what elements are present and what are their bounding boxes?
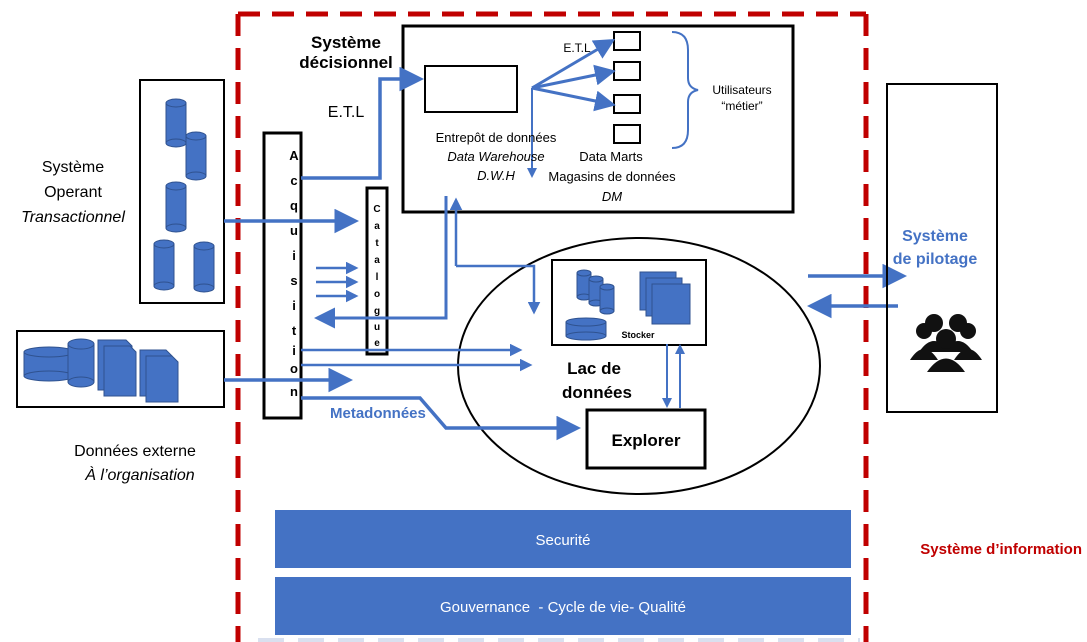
svg-text:a: a	[374, 255, 380, 266]
steering-system-label-2: de pilotage	[893, 251, 978, 268]
database-cylinders-operant	[153, 98, 215, 293]
external-data-label-1: Données externe	[74, 443, 196, 460]
svg-text:e: e	[374, 338, 380, 349]
external-data-box	[16, 330, 225, 408]
data-mart-3	[613, 94, 641, 114]
metadata-label: Metadonnées	[330, 405, 426, 422]
etl-top-label: E.T.L	[563, 41, 591, 55]
flow-arrows	[224, 66, 907, 441]
svg-text:u: u	[290, 223, 298, 238]
svg-text:t: t	[292, 323, 297, 338]
svg-text:s: s	[290, 273, 297, 288]
svg-text:u: u	[374, 322, 380, 333]
data-marts-label-3: DM	[602, 189, 622, 204]
users-group-icon	[910, 314, 982, 372]
steering-system-label-1: Système	[902, 228, 968, 245]
data-warehouse-label-1: Entrepôt de données	[436, 130, 557, 145]
decision-system-title-2: décisionnel	[299, 53, 393, 72]
acquisition-letters: A c q u i s i t i o n	[289, 148, 299, 399]
data-mart-4	[613, 124, 641, 144]
catalogue-box	[365, 186, 389, 356]
svg-text:c: c	[290, 173, 297, 188]
stocker-explorer-arrows	[662, 344, 685, 408]
users-brace	[671, 31, 699, 149]
business-users-label-2: “métier”	[721, 99, 762, 113]
catalogue-letters: C a t a l o g u e	[373, 204, 380, 349]
svg-text:o: o	[374, 289, 380, 300]
svg-text:i: i	[292, 248, 296, 263]
data-lake-label-2: données	[562, 383, 632, 402]
svg-text:a: a	[374, 221, 380, 232]
governance-band	[275, 577, 851, 635]
decision-system-title-1: Système	[311, 33, 381, 52]
data-mart-2	[613, 61, 641, 81]
data-marts-label-1: Data Marts	[579, 149, 643, 164]
business-users-label-1: Utilisateurs	[712, 83, 771, 97]
explorer-label: Explorer	[612, 431, 681, 450]
svg-text:n: n	[290, 384, 298, 399]
external-data-icons	[23, 338, 179, 403]
data-warehouse-box	[424, 65, 518, 113]
storage-icons	[565, 269, 691, 341]
information-system-boundary	[235, 11, 869, 642]
governance-label: Gouvernance - Cycle de vie- Qualité	[440, 599, 686, 616]
svg-text:g: g	[374, 306, 380, 317]
etl-dispatch-arrows	[527, 38, 616, 178]
stocker-label: Stocker	[621, 330, 655, 340]
svg-text:q: q	[290, 198, 298, 213]
svg-text:l: l	[376, 272, 379, 283]
security-band	[275, 510, 851, 568]
security-label: Securité	[535, 532, 590, 549]
operating-system-label-3: Transactionnel	[21, 209, 125, 226]
data-marts-label-2: Magasins de données	[548, 169, 676, 184]
data-mart-1	[613, 31, 641, 51]
explorer-box	[585, 408, 707, 470]
steering-system-box	[886, 83, 998, 413]
svg-text:t: t	[375, 238, 379, 249]
svg-text:i: i	[292, 343, 296, 358]
decision-system-box	[401, 24, 795, 214]
data-warehouse-label-3: D.W.H	[477, 168, 515, 183]
data-lake-label-1: Lac de	[567, 359, 621, 378]
data-warehouse-label-2: Data Warehouse	[447, 149, 544, 164]
svg-text:i: i	[292, 298, 296, 313]
svg-text:o: o	[290, 361, 298, 376]
storage-box	[551, 259, 707, 346]
etl-left-label: E.T.L	[328, 104, 365, 121]
operating-system-box	[139, 79, 225, 304]
svg-text:A: A	[289, 148, 299, 163]
operating-system-label-1: Système	[42, 159, 104, 176]
svg-text:C: C	[373, 204, 380, 215]
information-system-label: Système d’information	[920, 541, 1082, 558]
operating-system-label-2: Operant	[44, 184, 102, 201]
acquisition-box	[262, 131, 303, 420]
external-data-label-2: À l’organisation	[84, 465, 195, 484]
